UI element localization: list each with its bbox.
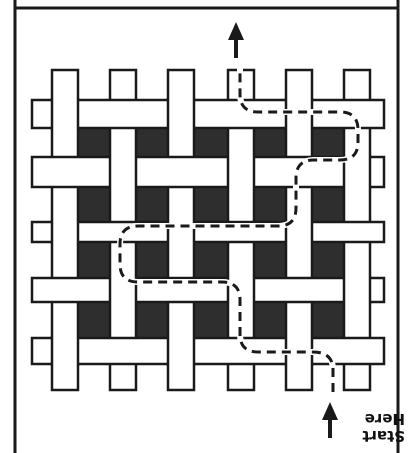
weave-overlap [344,276,370,304]
start-label-line2: Here [347,410,405,427]
weave-overlap [52,336,78,366]
start-label-line1: Start [347,427,405,444]
weave-overlap [52,220,78,244]
arrow-up-icon [228,22,244,58]
arrow-up-icon [322,402,338,438]
weave-overlap [168,336,194,366]
weave-overlap [168,98,194,130]
weave-overlap [110,155,136,189]
start-here-label: Start Here [347,410,405,444]
weave-overlap [228,155,254,189]
weave-overlap [52,98,78,130]
